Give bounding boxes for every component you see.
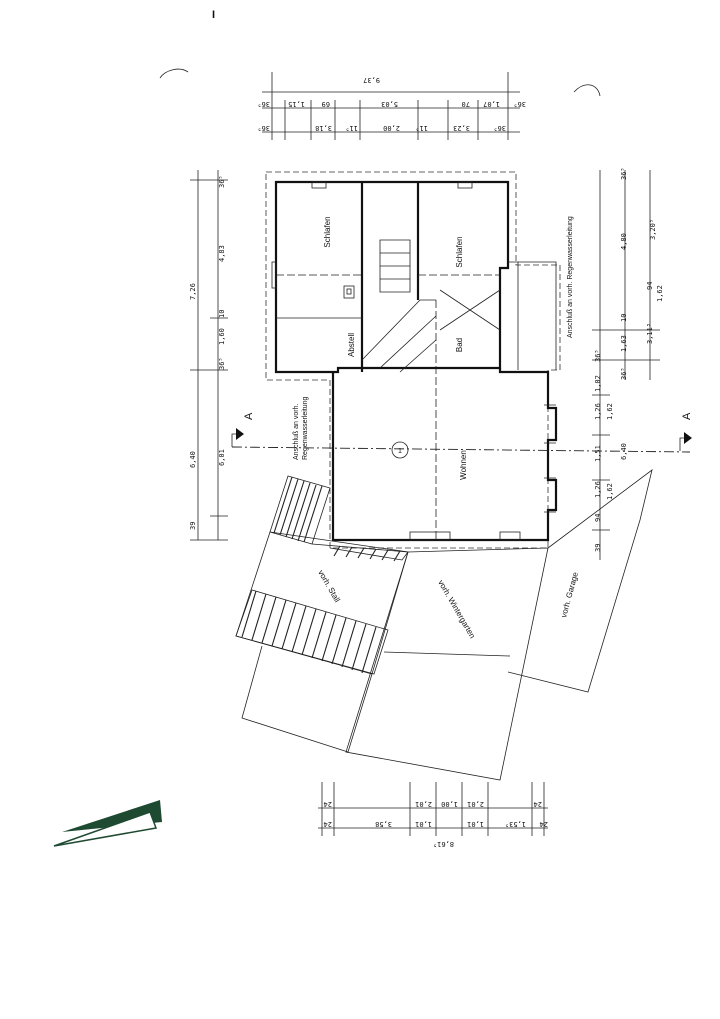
svg-text:36⁵: 36⁵ bbox=[620, 167, 628, 180]
svg-text:3,23: 3,23 bbox=[453, 124, 470, 132]
svg-text:1,01: 1,01 bbox=[415, 820, 432, 828]
dim-top-row-a: 36⁵ 1,15 69 5,03 70 1,07 36⁵ bbox=[257, 100, 526, 108]
dim-bottom-total: 8,61⁵ bbox=[433, 840, 454, 848]
svg-text:1,62: 1,62 bbox=[606, 403, 614, 420]
bottom-dimension-lines bbox=[318, 782, 548, 836]
note-anschluss-right: Anschluß an vorh. Regenwasserleitung bbox=[567, 216, 574, 338]
svg-text:39: 39 bbox=[594, 544, 602, 552]
svg-text:36⁵: 36⁵ bbox=[620, 367, 628, 380]
svg-text:94: 94 bbox=[646, 282, 654, 290]
svg-text:10: 10 bbox=[620, 314, 628, 322]
top-dimension-lines bbox=[262, 72, 520, 140]
svg-text:1,26: 1,26 bbox=[594, 403, 602, 420]
svg-text:7,26: 7,26 bbox=[189, 283, 197, 300]
dim-right-col-b: 3,20⁵ 94 1,62 3,11⁵ 36⁵ 1,62 6,40 1,62 bbox=[606, 219, 664, 500]
vorh-wintergarten-outline bbox=[345, 547, 549, 781]
vorh-stall-building bbox=[235, 475, 409, 753]
room-schlafen-left: Schlafen bbox=[323, 216, 332, 247]
room-schlafen-right: Schlafen bbox=[455, 236, 464, 267]
svg-text:36⁵: 36⁵ bbox=[594, 349, 602, 362]
section-label-right: A bbox=[681, 412, 693, 420]
section-label-left: A bbox=[243, 412, 255, 420]
svg-text:1,15: 1,15 bbox=[288, 100, 305, 108]
dim-bottom-row-a: 24 2,01 1,00 2,01 24 bbox=[324, 800, 542, 808]
svg-text:24: 24 bbox=[540, 820, 548, 828]
svg-text:36⁵: 36⁵ bbox=[218, 175, 226, 188]
dim-bottom-row-b: 24 3,58 1,01 1,01 1,53⁵ 24 bbox=[324, 820, 548, 828]
wintergarten-divider bbox=[383, 651, 511, 657]
svg-text:1,01: 1,01 bbox=[467, 820, 484, 828]
label-vorh-garage: vorh. Garage bbox=[559, 571, 580, 619]
svg-text:1,60: 1,60 bbox=[218, 328, 226, 345]
svg-text:1,26: 1,26 bbox=[594, 481, 602, 498]
dim-top-total: 9,37 bbox=[363, 76, 380, 84]
svg-text:1,62: 1,62 bbox=[656, 285, 664, 302]
svg-text:1,07: 1,07 bbox=[483, 100, 500, 108]
svg-text:4,80: 4,80 bbox=[620, 233, 628, 250]
svg-text:11⁵: 11⁵ bbox=[415, 124, 428, 132]
svg-text:2,01: 2,01 bbox=[467, 800, 484, 808]
marker-number: 1 bbox=[398, 448, 402, 455]
room-abstell: Abstell bbox=[347, 333, 356, 357]
note-anschluss-left-2: Regenwasserleitung bbox=[302, 396, 309, 460]
svg-text:2,00: 2,00 bbox=[383, 124, 400, 132]
svg-text:1,53⁵: 1,53⁵ bbox=[505, 820, 526, 828]
svg-text:69: 69 bbox=[322, 100, 330, 108]
svg-text:94: 94 bbox=[594, 514, 602, 522]
dim-right-col-a: 36⁵ 4,80 10 1,63 36⁵ 1,02 1,26 1,51 1,26… bbox=[594, 167, 628, 552]
svg-text:11⁵: 11⁵ bbox=[345, 124, 358, 132]
top-mark: I bbox=[212, 9, 215, 21]
svg-text:36⁵: 36⁵ bbox=[257, 100, 270, 108]
svg-text:3,18: 3,18 bbox=[315, 124, 332, 132]
svg-text:24: 24 bbox=[534, 800, 542, 808]
svg-text:3,11⁵: 3,11⁵ bbox=[646, 323, 654, 344]
faint-stamp-right bbox=[573, 84, 601, 97]
svg-text:36⁵: 36⁵ bbox=[257, 124, 270, 132]
svg-text:36⁵: 36⁵ bbox=[218, 357, 226, 370]
svg-text:70: 70 bbox=[462, 100, 470, 108]
svg-text:1,00: 1,00 bbox=[441, 800, 458, 808]
svg-text:1,63: 1,63 bbox=[620, 335, 628, 352]
right-dimension-lines bbox=[592, 170, 660, 560]
svg-text:3,20⁵: 3,20⁵ bbox=[649, 219, 657, 240]
svg-text:1,51: 1,51 bbox=[594, 445, 602, 462]
dim-top-row-b: 36⁵ 3,18 11⁵ 2,00 11⁵ 3,23 36⁵ bbox=[257, 124, 506, 132]
dim-left-col-a: 7,26 6,40 39 bbox=[189, 283, 197, 530]
vorh-garage-outline bbox=[507, 469, 653, 693]
svg-text:24: 24 bbox=[324, 820, 332, 828]
svg-text:3,58: 3,58 bbox=[375, 820, 392, 828]
logo-mark bbox=[53, 800, 162, 847]
svg-text:24: 24 bbox=[324, 800, 332, 808]
svg-text:1,62: 1,62 bbox=[606, 483, 614, 500]
building-outline bbox=[265, 171, 561, 549]
dim-left-col-b: 36⁵ 4,83 10 1,60 36⁵ 6,01 bbox=[218, 175, 226, 466]
svg-text:2,01: 2,01 bbox=[415, 800, 432, 808]
svg-text:1,02: 1,02 bbox=[594, 375, 602, 392]
svg-text:10: 10 bbox=[218, 310, 226, 318]
svg-text:36⁵: 36⁵ bbox=[493, 124, 506, 132]
label-vorh-wintergarten: vorh. Wintergarten bbox=[436, 579, 477, 640]
room-bad: Bad bbox=[455, 338, 464, 352]
svg-text:39: 39 bbox=[189, 522, 197, 530]
faint-stamp-left bbox=[159, 68, 189, 79]
note-anschluss-left-1: Anschluß an vorh. bbox=[293, 404, 300, 460]
svg-text:36⁵: 36⁵ bbox=[513, 100, 526, 108]
section-line-a bbox=[231, 446, 691, 453]
label-vorh-stall: vorh. Stall bbox=[316, 569, 342, 604]
section-marker-left bbox=[231, 428, 244, 447]
svg-text:6,01: 6,01 bbox=[218, 449, 226, 466]
section-marker-right bbox=[679, 432, 692, 451]
svg-text:4,83: 4,83 bbox=[218, 245, 226, 262]
left-dimension-lines bbox=[190, 170, 228, 541]
svg-text:6,40: 6,40 bbox=[189, 451, 197, 468]
svg-text:5,03: 5,03 bbox=[381, 100, 398, 108]
room-wohnen: Wohnen bbox=[459, 450, 468, 480]
marker-circle bbox=[391, 441, 409, 459]
